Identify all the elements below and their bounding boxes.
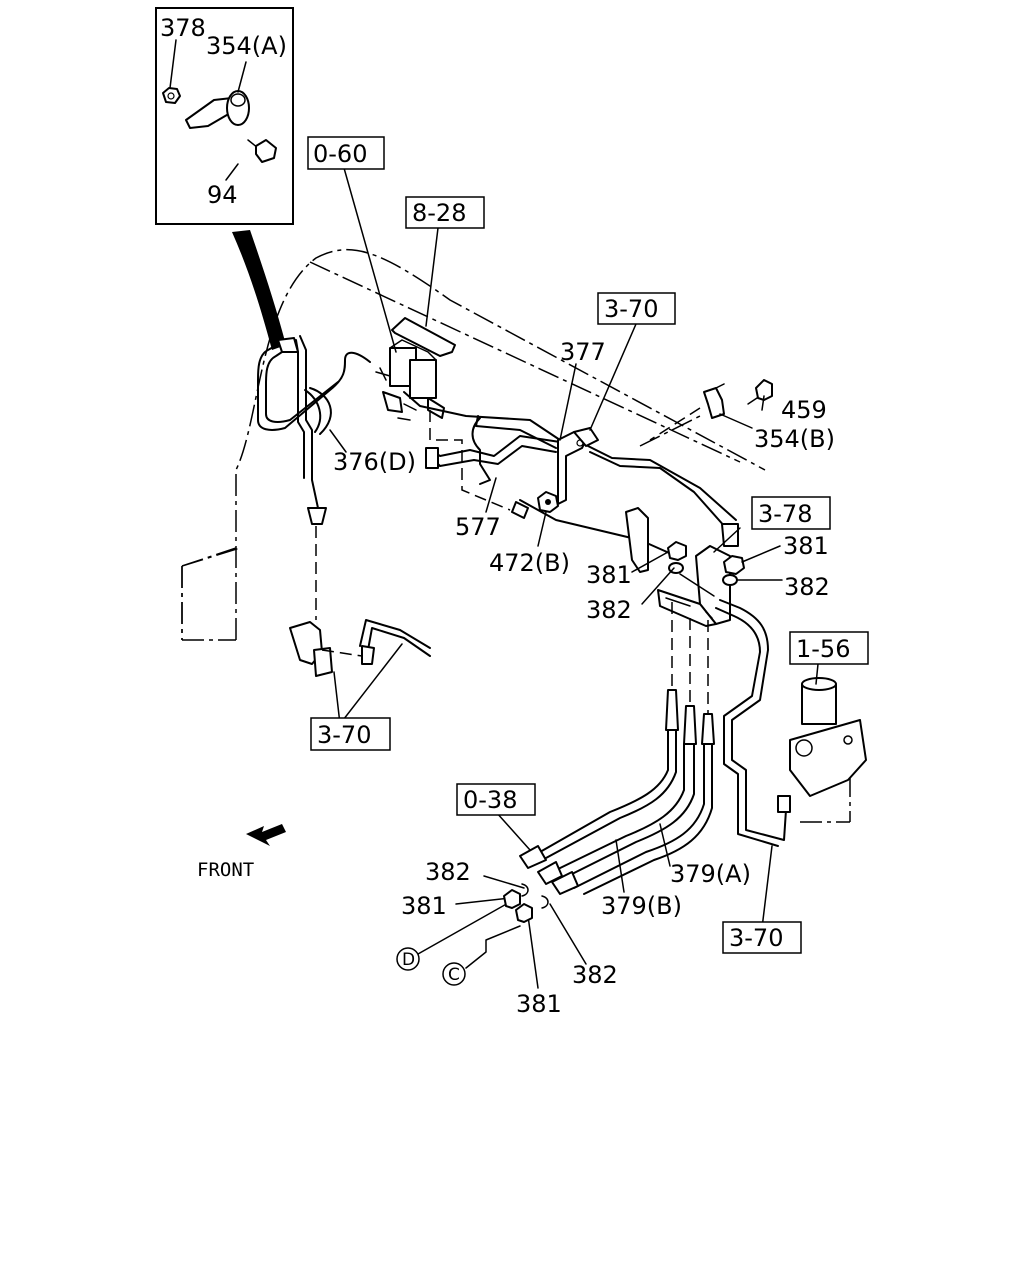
front-arrow-icon bbox=[246, 824, 286, 846]
bolt-459-icon bbox=[747, 379, 773, 405]
label-94: 94 bbox=[207, 181, 238, 209]
ref-box-3-70-left: 3-70 bbox=[310, 717, 391, 751]
label-577: 577 bbox=[455, 513, 501, 541]
fitting-lower-left bbox=[289, 619, 431, 677]
ref-box-0-38: 0-38 bbox=[456, 783, 536, 816]
ref-3-70-bottom-label: 3-70 bbox=[729, 924, 783, 952]
label-376d: 376(D) bbox=[333, 448, 416, 476]
pipe-right bbox=[715, 599, 791, 847]
circle-marker-d: D bbox=[396, 947, 420, 971]
bracket-3-78 bbox=[625, 507, 731, 627]
label-381-bot-left: 381 bbox=[401, 892, 447, 920]
nut-381-top-icon bbox=[723, 555, 745, 575]
label-381-mid: 381 bbox=[586, 561, 632, 589]
ref-0-60-label: 0-60 bbox=[313, 140, 367, 168]
callout-arrow-icon bbox=[232, 230, 286, 350]
nut-381-mid-icon bbox=[667, 541, 687, 561]
ref-1-56-label: 1-56 bbox=[796, 635, 850, 663]
ref-box-3-70-bottom: 3-70 bbox=[722, 921, 802, 954]
detail-inset: 378 354(A) 94 bbox=[155, 7, 294, 225]
ref-8-28-label: 8-28 bbox=[412, 199, 466, 227]
nut-378-icon bbox=[162, 87, 181, 104]
label-378: 378 bbox=[160, 14, 206, 42]
label-354a: 354(A) bbox=[206, 32, 287, 60]
nut-381-bot-icon bbox=[515, 903, 533, 923]
washer-382-bot-right-icon bbox=[541, 895, 549, 909]
ref-3-70-top-label: 3-70 bbox=[604, 295, 658, 323]
pipe-577 bbox=[425, 417, 677, 557]
hose-379 bbox=[519, 602, 715, 895]
ref-box-3-70-top: 3-70 bbox=[597, 292, 676, 325]
circle-marker-c-label: C bbox=[448, 965, 460, 985]
washer-382-top-icon bbox=[722, 574, 738, 586]
hidden-line-2 bbox=[649, 407, 701, 441]
label-382-bot-right: 382 bbox=[572, 961, 618, 989]
leader-lines bbox=[329, 167, 819, 989]
label-382-mid: 382 bbox=[586, 596, 632, 624]
nut-472b-icon bbox=[537, 491, 559, 513]
ref-box-8-28: 8-28 bbox=[405, 196, 485, 229]
circle-marker-c: C bbox=[442, 962, 466, 986]
label-382-top: 382 bbox=[784, 573, 830, 601]
solenoid-valve-assembly bbox=[375, 317, 456, 421]
bolt-94-icon bbox=[247, 139, 277, 163]
valve-1-56 bbox=[789, 677, 867, 797]
clip-354b-icon bbox=[703, 383, 725, 419]
circle-marker-d-label: D bbox=[402, 950, 415, 970]
label-459: 459 bbox=[781, 396, 827, 424]
bracket-center bbox=[557, 427, 599, 505]
cab-outline bbox=[181, 248, 851, 823]
label-377: 377 bbox=[560, 338, 606, 366]
front-label: FRONT bbox=[197, 859, 254, 881]
label-379a: 379(A) bbox=[670, 860, 751, 888]
pipe-376d bbox=[257, 335, 371, 620]
ref-3-78-label: 3-78 bbox=[758, 500, 812, 528]
nut-381-bot-left-icon bbox=[503, 889, 521, 909]
ref-box-3-78: 3-78 bbox=[751, 496, 831, 530]
label-381-bot: 381 bbox=[516, 990, 562, 1018]
label-354b: 354(B) bbox=[754, 425, 835, 453]
label-472b: 472(B) bbox=[489, 549, 570, 577]
ref-box-0-60: 0-60 bbox=[307, 136, 385, 170]
label-381-top: 381 bbox=[783, 532, 829, 560]
ref-3-70-left-label: 3-70 bbox=[317, 721, 371, 749]
ref-box-1-56: 1-56 bbox=[789, 631, 869, 665]
washer-382-bot-left-icon bbox=[521, 883, 529, 897]
label-382-bot-left: 382 bbox=[425, 858, 471, 886]
hidden-line-1 bbox=[429, 410, 511, 511]
label-379b: 379(B) bbox=[601, 892, 682, 920]
ref-0-38-label: 0-38 bbox=[463, 786, 517, 814]
